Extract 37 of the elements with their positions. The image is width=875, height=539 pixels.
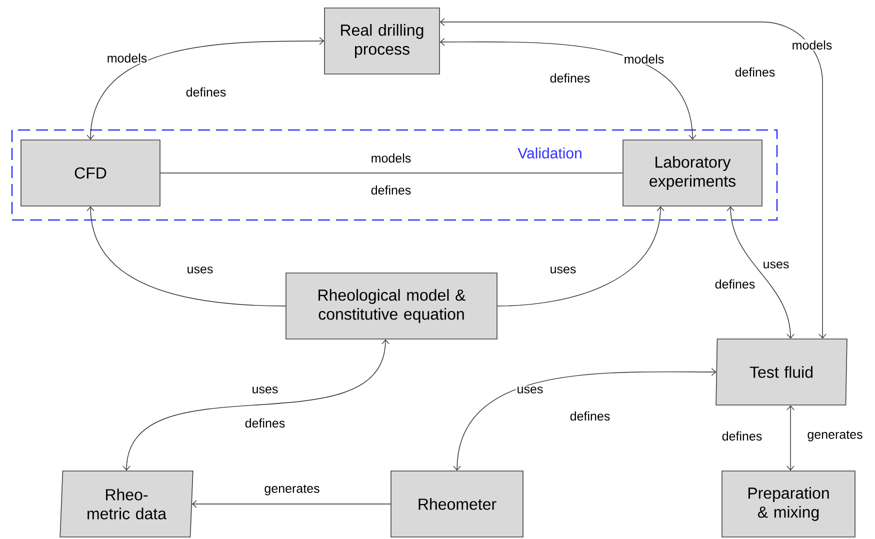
relation-text: defines — [184, 86, 228, 98]
edge-label: generates — [263, 484, 321, 496]
data-parallelogram: Test fluid — [716, 338, 848, 406]
process-box: Real drilling process — [324, 8, 440, 74]
relation-text: defines — [714, 278, 756, 290]
edge-label: generates — [806, 430, 864, 442]
edge-label: uses — [186, 266, 214, 274]
arrow — [192, 500, 391, 508]
process-box: Rheological model & constitutive equation — [286, 272, 498, 340]
process-box: CFD — [20, 140, 160, 206]
relation-text: defines — [370, 184, 412, 196]
relation-text: defines — [244, 417, 286, 429]
edge-label: models — [370, 152, 412, 164]
relation-text: defines — [548, 72, 592, 84]
edge-label: models — [106, 52, 148, 64]
arrow — [453, 368, 716, 471]
arrow — [440, 18, 826, 339]
arrow — [726, 206, 794, 339]
relation-text: defines — [720, 430, 764, 442]
edge-label: uses — [762, 260, 790, 270]
relation-text: defines — [734, 66, 776, 78]
arrow — [497, 206, 664, 306]
arrow — [86, 37, 324, 140]
arrow — [122, 339, 390, 471]
arrow — [786, 405, 794, 471]
edge-label: models — [622, 53, 666, 65]
edge-label: uses — [516, 386, 544, 394]
edge-label: uses — [250, 386, 280, 394]
edge-label: uses — [548, 266, 578, 274]
relation-text: defines — [568, 410, 612, 422]
process-box: Laboratory experiments — [622, 140, 762, 206]
data-parallelogram: Rheo- metric data — [60, 470, 194, 538]
arrow — [440, 38, 696, 140]
edge-label: models — [790, 39, 834, 51]
arrow — [86, 206, 286, 306]
process-box: Rheometer — [390, 470, 524, 538]
process-box: Preparation & mixing — [722, 470, 856, 538]
